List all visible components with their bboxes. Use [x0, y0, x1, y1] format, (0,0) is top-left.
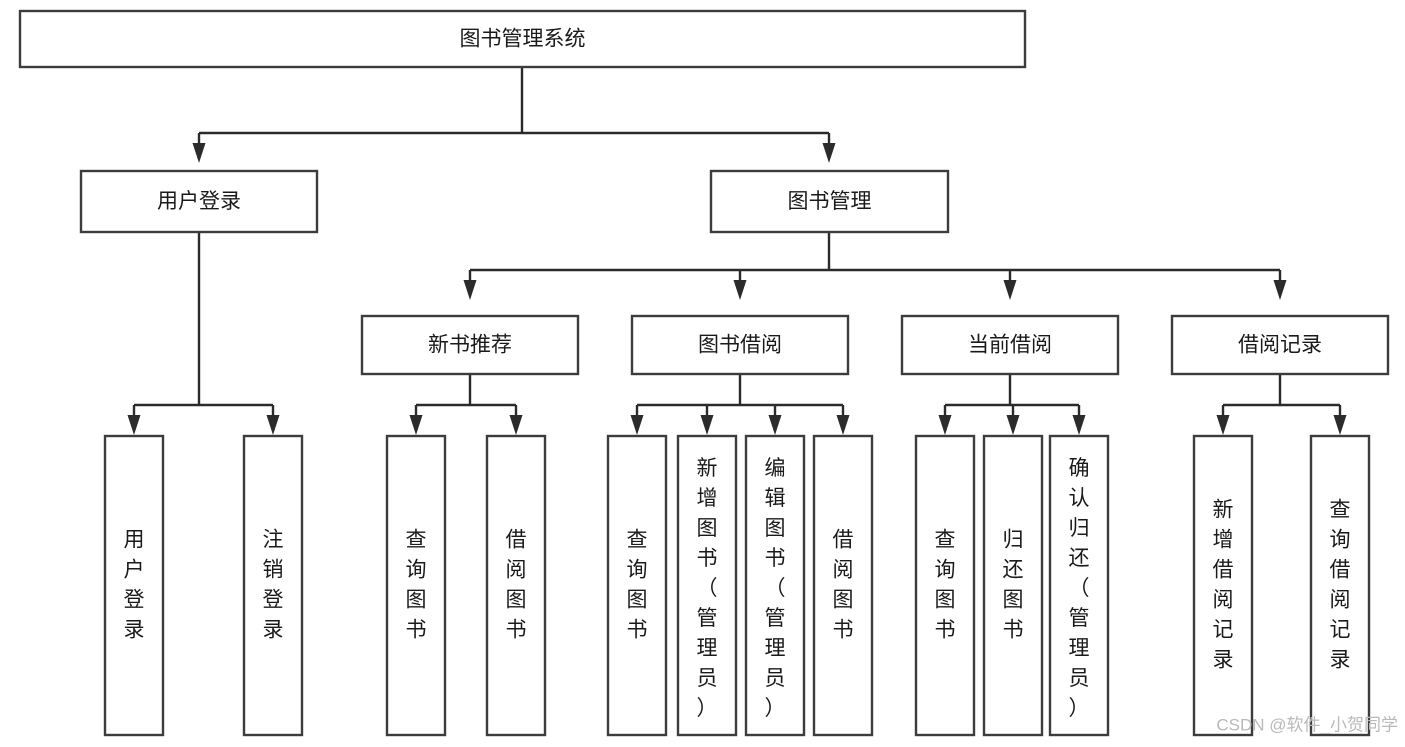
arrow-head-icon: [463, 280, 477, 300]
node-label: 新书推荐: [428, 334, 512, 357]
node-label: 借阅图书: [506, 528, 527, 641]
node-label: 新增图书（管理员）: [697, 457, 718, 720]
node-label: 图书管理: [788, 190, 872, 213]
node-label: 借阅记录: [1238, 334, 1322, 357]
node-label: 编辑图书（管理员）: [765, 457, 786, 720]
node-label: 查询借阅记录: [1330, 498, 1351, 671]
node-leaf-return-book[interactable]: 归还图书: [982, 434, 1044, 737]
node-current-borrow[interactable]: 当前借阅: [900, 314, 1120, 376]
csdn-watermark: CSDN @软件_小贺同学: [1216, 715, 1398, 734]
arrow-head-icon: [509, 415, 523, 435]
node-label: 查询图书: [406, 528, 427, 641]
node-box[interactable]: [709, 169, 950, 234]
node-box[interactable]: [242, 434, 304, 737]
node-box[interactable]: [103, 434, 165, 737]
connector-book-manage-to-level3: [463, 232, 1287, 300]
node-box[interactable]: [1170, 314, 1390, 376]
node-box[interactable]: [79, 169, 319, 234]
node-label: 图书管理系统: [460, 28, 586, 51]
arrow-head-icon: [1072, 415, 1086, 435]
node-leaf-query-record[interactable]: 查询借阅记录: [1309, 434, 1371, 737]
arrow-head-icon: [1333, 415, 1347, 435]
node-box[interactable]: [982, 434, 1044, 737]
arrow-head-icon: [822, 143, 836, 163]
node-label: 当前借阅: [968, 334, 1052, 357]
node-box[interactable]: [385, 434, 447, 737]
node-box[interactable]: [1192, 434, 1254, 737]
node-label: 注销登录: [263, 528, 284, 641]
node-label: 用户登录: [157, 190, 241, 213]
node-label: 用户登录: [124, 528, 145, 641]
node-box[interactable]: [360, 314, 580, 376]
node-book-borrow[interactable]: 图书借阅: [630, 314, 850, 376]
connector-book-borrow-to-leaves: [630, 374, 850, 435]
connector-user-login-to-leaves: [127, 232, 280, 435]
node-layer: 图书管理系统用户登录图书管理新书推荐图书借阅当前借阅借阅记录用户登录注销登录查询…: [18, 9, 1390, 737]
connector-root-to-level2: [192, 67, 836, 163]
arrow-head-icon: [1003, 280, 1017, 300]
node-label: 图书借阅: [698, 334, 782, 357]
node-box[interactable]: [914, 434, 976, 737]
node-box[interactable]: [676, 434, 738, 737]
arrow-head-icon: [1273, 280, 1287, 300]
connector-new-book-recommend-to-leaves: [409, 374, 523, 435]
node-borrow-record[interactable]: 借阅记录: [1170, 314, 1390, 376]
node-new-book-recommend[interactable]: 新书推荐: [360, 314, 580, 376]
node-label: 新增借阅记录: [1213, 498, 1234, 671]
connector-borrow-record-to-leaves: [1216, 374, 1347, 435]
arrow-head-icon: [409, 415, 423, 435]
node-leaf-add-record[interactable]: 新增借阅记录: [1192, 434, 1254, 737]
arrow-head-icon: [266, 415, 280, 435]
node-box[interactable]: [630, 314, 850, 376]
node-book-manage[interactable]: 图书管理: [709, 169, 950, 234]
node-label: 借阅图书: [833, 528, 854, 641]
node-box[interactable]: [485, 434, 547, 737]
arrow-head-icon: [127, 415, 141, 435]
node-box[interactable]: [606, 434, 668, 737]
node-box[interactable]: [1309, 434, 1371, 737]
arrow-head-icon: [938, 415, 952, 435]
arrow-head-icon: [630, 415, 644, 435]
node-label: 归还图书: [1003, 528, 1024, 641]
node-box[interactable]: [900, 314, 1120, 376]
node-label: 确认归还（管理员）: [1069, 457, 1090, 720]
node-leaf-borrow-book-rec[interactable]: 借阅图书: [485, 434, 547, 737]
node-label: 查询图书: [935, 528, 956, 641]
arrow-head-icon: [700, 415, 714, 435]
node-box[interactable]: [744, 434, 806, 737]
arrow-head-icon: [768, 415, 782, 435]
arrow-head-icon: [733, 280, 747, 300]
node-leaf-add-book[interactable]: 新增图书（管理员）: [676, 434, 738, 737]
node-leaf-edit-book[interactable]: 编辑图书（管理员）: [744, 434, 806, 737]
node-leaf-user-login[interactable]: 用户登录: [103, 434, 165, 737]
arrow-head-icon: [1006, 415, 1020, 435]
node-leaf-logout-login[interactable]: 注销登录: [242, 434, 304, 737]
arrow-head-icon: [836, 415, 850, 435]
node-root[interactable]: 图书管理系统: [18, 9, 1027, 69]
node-label: 查询图书: [627, 528, 648, 641]
node-user-login[interactable]: 用户登录: [79, 169, 319, 234]
node-leaf-query-book-cur[interactable]: 查询图书: [914, 434, 976, 737]
node-box[interactable]: [1048, 434, 1110, 737]
node-box[interactable]: [18, 9, 1027, 69]
node-box[interactable]: [812, 434, 874, 737]
arrow-head-icon: [192, 143, 206, 163]
node-leaf-query-book-borrow[interactable]: 查询图书: [606, 434, 668, 737]
node-leaf-borrow-book[interactable]: 借阅图书: [812, 434, 874, 737]
connector-current-borrow-to-leaves: [938, 374, 1086, 435]
node-leaf-query-book-rec[interactable]: 查询图书: [385, 434, 447, 737]
connector-layer: [127, 67, 1347, 435]
arrow-head-icon: [1216, 415, 1230, 435]
node-leaf-confirm-return[interactable]: 确认归还（管理员）: [1048, 434, 1110, 737]
